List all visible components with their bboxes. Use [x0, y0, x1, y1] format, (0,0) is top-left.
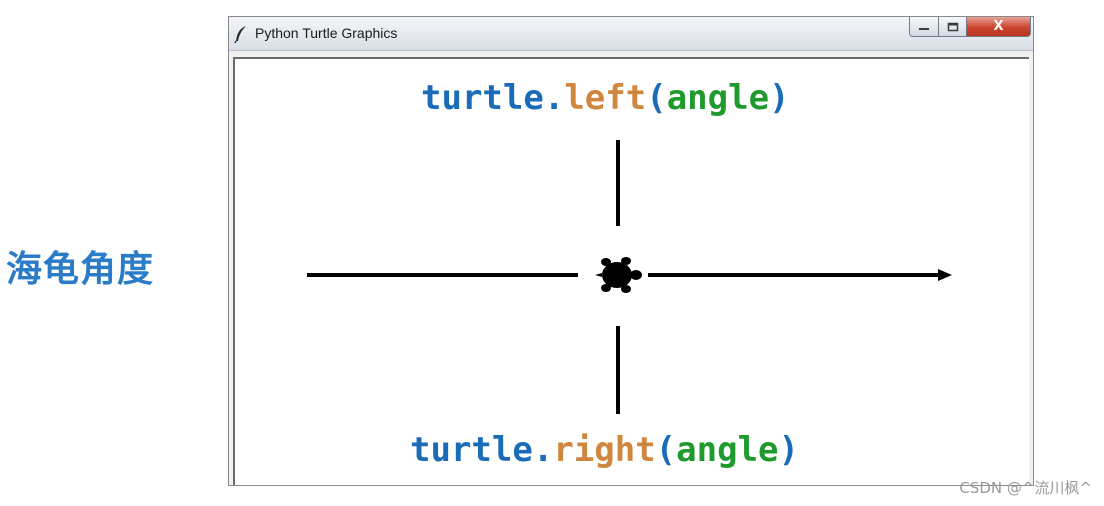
call-arg: angle: [666, 78, 770, 118]
call-dot: .: [532, 430, 554, 470]
call-open-paren: (: [646, 78, 667, 118]
call-method: left: [564, 78, 647, 118]
close-button[interactable]: X: [967, 17, 1031, 37]
call-object: turtle: [410, 430, 533, 470]
turtle-angle-label: 海龟角度: [6, 249, 155, 290]
call-arg: angle: [676, 430, 779, 470]
call-method: right: [553, 430, 656, 470]
close-icon: X: [993, 19, 1004, 34]
turtle-icon: [595, 257, 642, 293]
call-close-paren: ): [769, 78, 790, 118]
turtle-left-call: turtle.left(angle): [421, 78, 790, 118]
window-title: Python Turtle Graphics: [255, 25, 398, 41]
turtle-right-call: turtle.right(angle): [410, 430, 799, 470]
call-object: turtle: [421, 78, 544, 118]
maximize-icon: [947, 22, 958, 31]
minimize-icon: [919, 27, 929, 30]
maximize-button[interactable]: [939, 17, 967, 37]
call-open-paren: (: [655, 430, 677, 470]
minimize-button[interactable]: [909, 17, 939, 37]
feather-icon: [234, 26, 246, 43]
window-titlebar[interactable]: Python Turtle Graphics X: [229, 17, 1033, 51]
csdn-watermark: CSDN @^流川枫^: [959, 479, 1092, 497]
call-dot: .: [543, 78, 565, 118]
arrow-head-icon: [938, 269, 952, 281]
call-close-paren: ): [778, 430, 799, 470]
